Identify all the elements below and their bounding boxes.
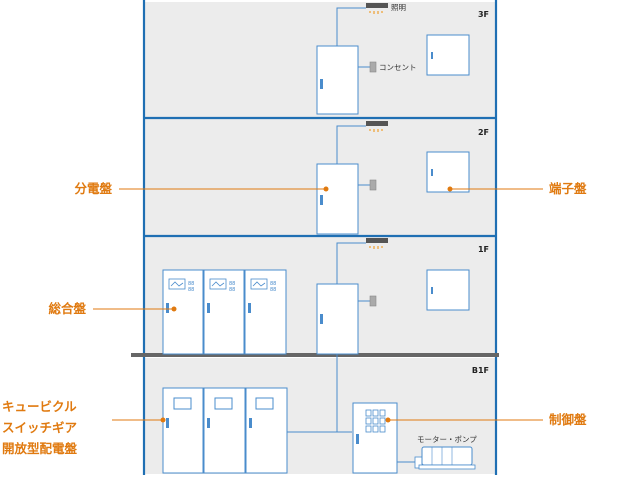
outlet-icon-2f [369, 179, 377, 191]
light-fixture-1f [366, 238, 388, 249]
floor-label-2f: 2F [478, 128, 489, 137]
light-fixture-icon [366, 3, 388, 8]
motor-pump-label: モーター・ポンプ [417, 435, 477, 444]
distribution-board-1f [316, 283, 359, 355]
callout-terminal-board: 端子盤 [549, 181, 587, 196]
wiring [287, 7, 415, 463]
callout-leaders [93, 188, 543, 421]
cubicle-switchgear-b1f [162, 387, 288, 474]
light-fixture-2f [366, 121, 388, 132]
callout-control-board: 制御盤 [549, 412, 587, 427]
svg-text:88: 88 [188, 287, 194, 293]
motor-pump-icon [414, 446, 476, 470]
outlet-icon-3f [369, 61, 377, 73]
callout-dots [160, 186, 453, 423]
ground-slab [131, 353, 499, 357]
svg-text:88: 88 [270, 287, 276, 293]
floor-label-b1f: B1F [472, 366, 489, 375]
light-fixture-icon [366, 121, 388, 126]
terminal-boards [426, 34, 470, 311]
callout-general-board: 総合盤 [48, 301, 86, 316]
light-fixture-icon [366, 238, 388, 243]
callout-switchgear: スイッチギア [2, 420, 78, 435]
lighting-label: 照明 [391, 3, 406, 12]
callout-cubicle-group: キュービクル スイッチギア 開放型配電盤 [2, 396, 110, 459]
control-board-b1f [352, 402, 398, 474]
svg-text:88: 88 [188, 281, 194, 287]
building-outline [142, 0, 498, 475]
svg-text:88: 88 [229, 281, 235, 287]
floor-label-1f: 1F [478, 245, 489, 254]
distribution-board-3f [316, 45, 359, 115]
callout-open-panel: 開放型配電盤 [2, 441, 78, 456]
terminal-board-2f [426, 151, 470, 193]
outlet-icon-1f [369, 295, 377, 307]
svg-text:88: 88 [229, 287, 235, 293]
distribution-boards [316, 45, 359, 355]
floor-label-3f: 3F [478, 10, 489, 19]
callout-cubicle: キュービクル [2, 399, 77, 414]
svg-text:88: 88 [270, 281, 276, 287]
callout-distribution-board: 分電盤 [74, 181, 112, 196]
distribution-board-2f [316, 163, 359, 235]
light-fixture-3f [366, 3, 388, 14]
outlet-label: コンセント [379, 63, 417, 72]
terminal-board-3f [426, 34, 470, 76]
terminal-board-1f [426, 269, 470, 311]
